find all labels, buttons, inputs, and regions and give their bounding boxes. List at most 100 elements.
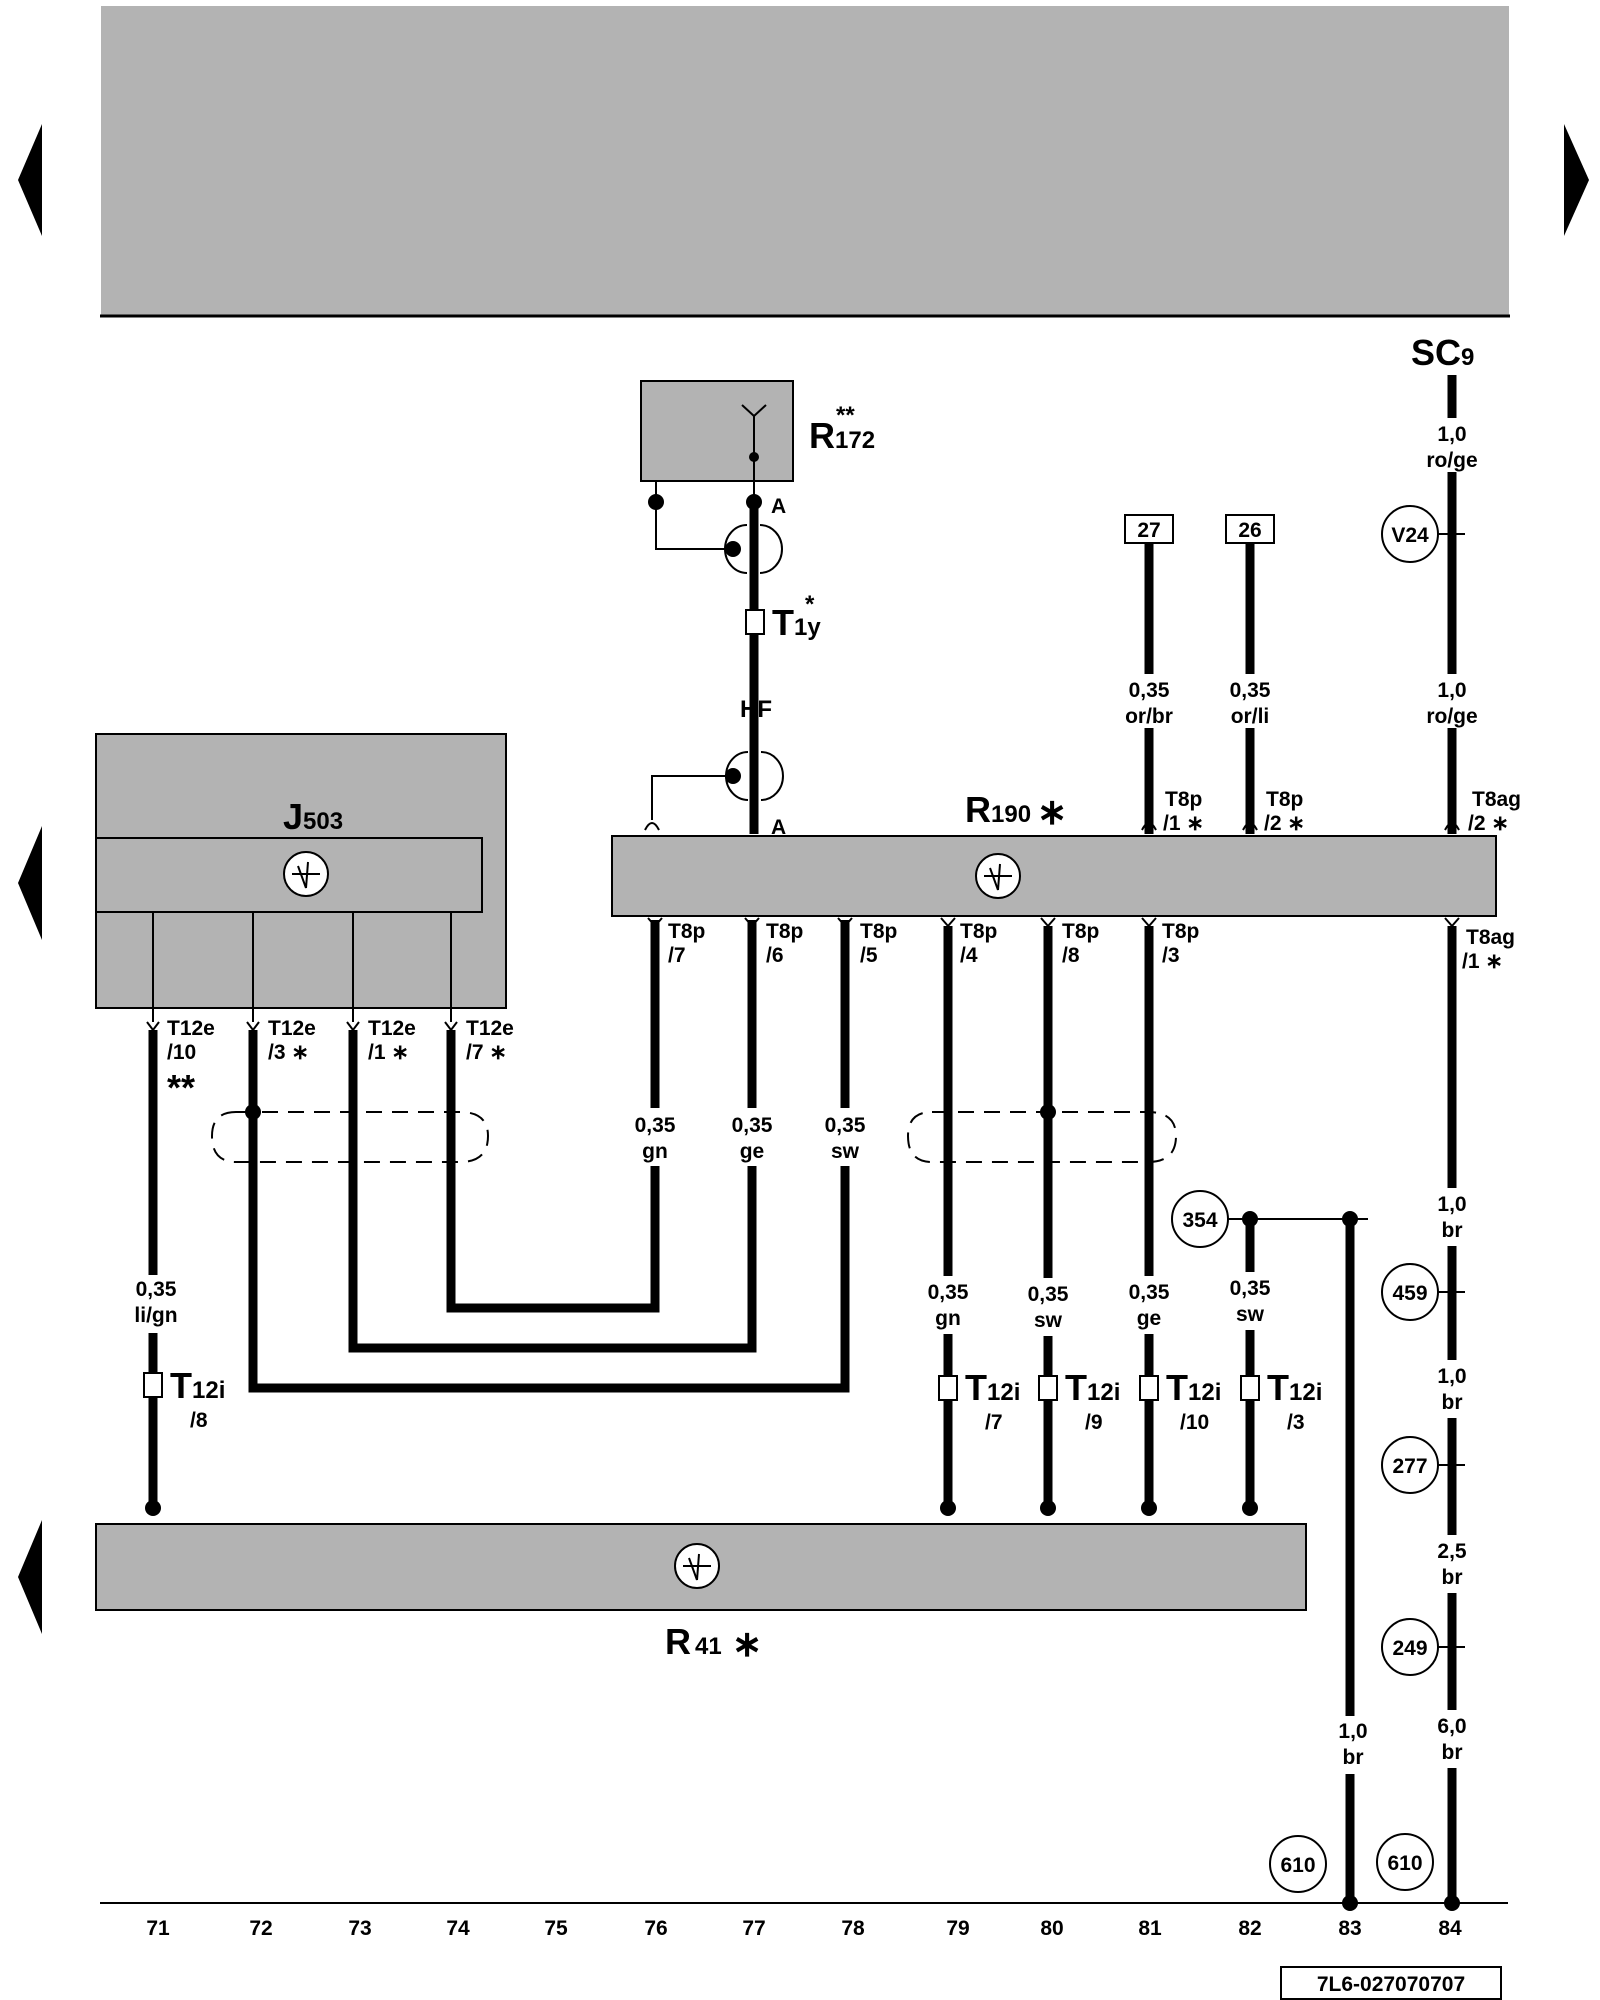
next-page-arrow-icon[interactable] [1564,124,1589,236]
svg-text:610: 610 [1280,1854,1315,1877]
svg-text:72: 72 [249,1917,272,1940]
svg-text:J503: J503 [283,796,343,837]
prev-arrow-icon-mid[interactable] [18,826,42,940]
svg-text:sw: sw [1034,1309,1063,1332]
svg-text:T8p: T8p [1062,920,1099,943]
svg-text:1,0: 1,0 [1437,679,1466,702]
svg-text:/5: /5 [860,944,878,967]
svg-text:/2 ∗: /2 ∗ [1264,812,1305,835]
document-id-box [1280,1966,1502,2000]
svg-text:/1 ∗: /1 ∗ [1163,812,1204,835]
svg-text:0,35: 0,35 [1028,1283,1069,1306]
svg-text:82: 82 [1238,1917,1261,1940]
svg-text:T8ag: T8ag [1472,788,1521,811]
svg-text:1,0: 1,0 [1338,1720,1367,1743]
svg-text:or/br: or/br [1125,705,1173,728]
prev-page-arrow-icon[interactable] [18,124,42,236]
svg-text:A: A [771,816,786,839]
svg-text:T12e: T12e [268,1017,316,1040]
svg-text:249: 249 [1392,1637,1427,1660]
svg-text:R172: R172 [809,415,875,456]
svg-text:/8: /8 [190,1409,208,1432]
svg-text:354: 354 [1182,1209,1217,1232]
svg-text:br: br [1442,1219,1463,1242]
svg-text:br: br [1442,1566,1463,1589]
svg-text:br: br [1442,1391,1463,1414]
svg-text:610: 610 [1387,1852,1422,1875]
svg-text:/7: /7 [985,1411,1003,1434]
svg-text:sw: sw [831,1140,860,1163]
svg-text:0,35: 0,35 [1129,679,1170,702]
svg-text:T12i: T12i [965,1367,1020,1408]
prev-arrow-icon-bottom[interactable] [18,1520,42,1634]
svg-text:T12e: T12e [167,1017,215,1040]
svg-text:T12i: T12i [170,1365,225,1406]
svg-text:1,0: 1,0 [1437,423,1466,446]
svg-text:/9: /9 [1085,1411,1103,1434]
svg-text:/7: /7 [668,944,686,967]
svg-text:∗: ∗ [732,1623,762,1664]
svg-text:T8p: T8p [668,920,705,943]
svg-text:T8p: T8p [960,920,997,943]
svg-text:83: 83 [1338,1917,1361,1940]
svg-text:gn: gn [642,1140,668,1163]
svg-text:26: 26 [1238,519,1261,542]
svg-text:T8p: T8p [860,920,897,943]
svg-text:T12e: T12e [466,1017,514,1040]
svg-text:76: 76 [644,1917,667,1940]
svg-text:T12i: T12i [1166,1367,1221,1408]
svg-text:74: 74 [446,1917,470,1940]
svg-text:71: 71 [146,1917,170,1940]
svg-text:/6: /6 [766,944,784,967]
svg-text:0,35: 0,35 [1230,1277,1271,1300]
svg-text:or/li: or/li [1231,705,1270,728]
svg-text:81: 81 [1138,1917,1162,1940]
header-panel [101,6,1509,316]
svg-text:84: 84 [1438,1917,1462,1940]
svg-text:br: br [1343,1746,1364,1769]
svg-text:ge: ge [740,1140,765,1163]
svg-text:/3: /3 [1162,944,1180,967]
svg-text:T8p: T8p [1165,788,1202,811]
svg-text:R41: R41 [665,1621,722,1662]
svg-text:0,35: 0,35 [825,1114,866,1137]
svg-text:0,35: 0,35 [1129,1281,1170,1304]
svg-text:ro/ge: ro/ge [1426,449,1477,472]
svg-text:77: 77 [742,1917,765,1940]
svg-text:gn: gn [935,1307,961,1330]
svg-text:0,35: 0,35 [1230,679,1271,702]
svg-text:li/gn: li/gn [134,1304,177,1327]
svg-text:2,5: 2,5 [1437,1540,1467,1563]
svg-text:0,35: 0,35 [928,1281,969,1304]
svg-text:br: br [1442,1741,1463,1764]
svg-text:T12e: T12e [368,1017,416,1040]
svg-text:459: 459 [1392,1282,1427,1305]
svg-text:1,0: 1,0 [1437,1365,1466,1388]
svg-text:27: 27 [1137,519,1160,542]
svg-text:T8p: T8p [766,920,803,943]
svg-text:SC9: SC9 [1411,332,1474,373]
svg-text:80: 80 [1040,1917,1063,1940]
svg-text:T1y: T1y [772,602,821,643]
svg-text:T12i: T12i [1267,1367,1322,1408]
svg-text:79: 79 [946,1917,969,1940]
svg-text:/7 ∗: /7 ∗ [466,1041,507,1064]
svg-text:ge: ge [1137,1307,1162,1330]
svg-text:**: ** [167,1067,195,1108]
component-r172: R172 ** [640,380,875,502]
svg-text:T8p: T8p [1266,788,1303,811]
svg-text:0,35: 0,35 [136,1278,177,1301]
svg-text:/10: /10 [167,1041,196,1064]
svg-text:73: 73 [348,1917,371,1940]
svg-text:/1 ∗: /1 ∗ [368,1041,409,1064]
svg-text:/3: /3 [1287,1411,1305,1434]
svg-text:1,0: 1,0 [1437,1193,1466,1216]
svg-text:A: A [771,495,786,518]
svg-text:V24: V24 [1391,524,1429,547]
svg-text:/10: /10 [1180,1411,1209,1434]
svg-text:T8p: T8p [1162,920,1199,943]
svg-text:ro/ge: ro/ge [1426,705,1477,728]
svg-text:sw: sw [1236,1303,1265,1326]
svg-text:HF: HF [740,696,772,723]
